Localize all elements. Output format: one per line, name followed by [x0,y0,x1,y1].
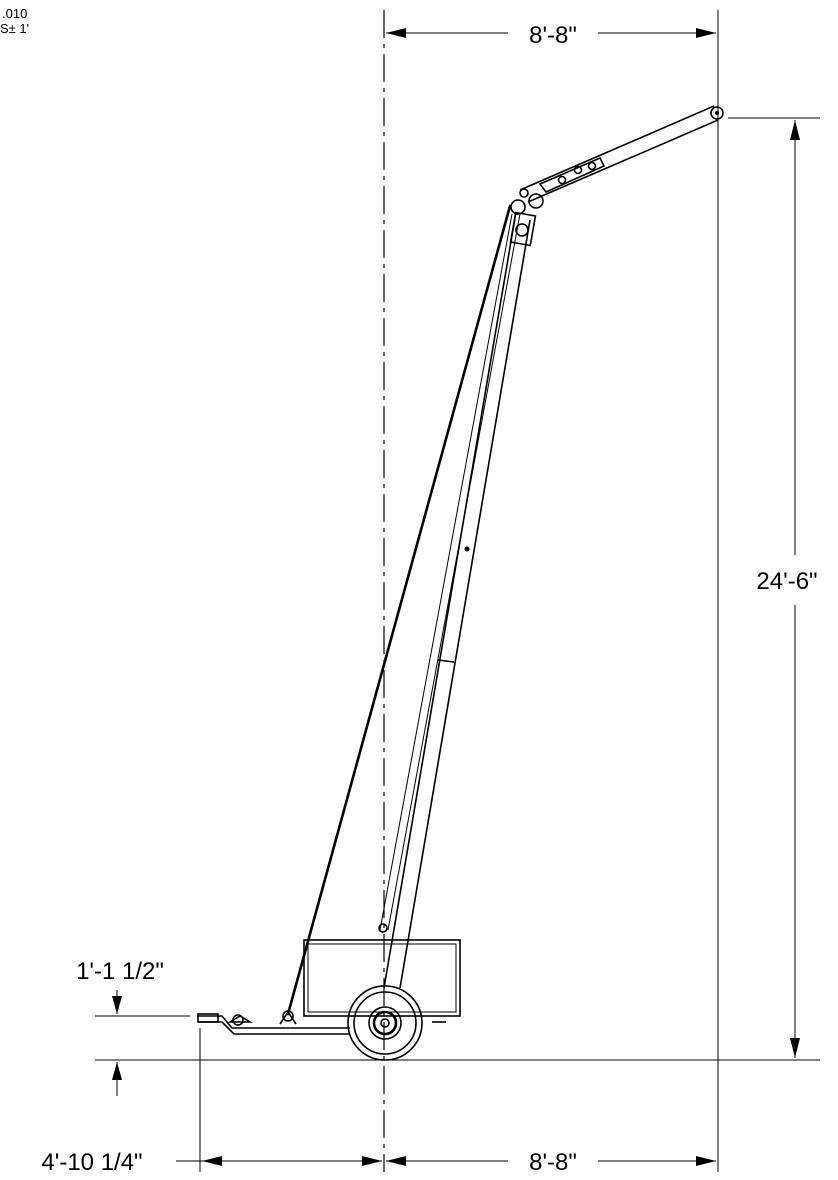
top-width-label: 8'-8" [529,22,577,49]
jib-upper [519,105,715,191]
rear-overhang-dimension: 4'-10 1/4" [41,1149,382,1176]
corner-note-line-1: .010 [2,6,27,21]
reference-lines [95,10,820,1172]
bottom-width-dimension: 8'-8" [386,1149,716,1176]
jib-lower [527,119,719,203]
jib-tip-sheave [710,106,724,120]
wheel [347,985,423,1061]
height-dimension: 24'-6" [756,120,818,1058]
bottom-width-label: 8'-8" [529,1149,577,1176]
ground-clearance-dimension: 1'-1 1/2" [76,958,164,1096]
top-width-dimension: 8'-8" [386,22,716,49]
boom-member-left [383,211,517,989]
base-frame [198,1015,350,1035]
height-label: 24'-6" [756,568,817,595]
corner-note-line-2: S± 1' [0,21,29,36]
crane-linework [197,105,724,1061]
ground-clearance-label: 1'-1 1/2" [76,958,164,985]
boom-member-right [399,219,531,989]
hitch [197,1013,219,1023]
stay-rod [286,204,512,1016]
counterweight-box [303,939,461,1017]
rear-overhang-label: 4'-10 1/4" [41,1149,142,1176]
